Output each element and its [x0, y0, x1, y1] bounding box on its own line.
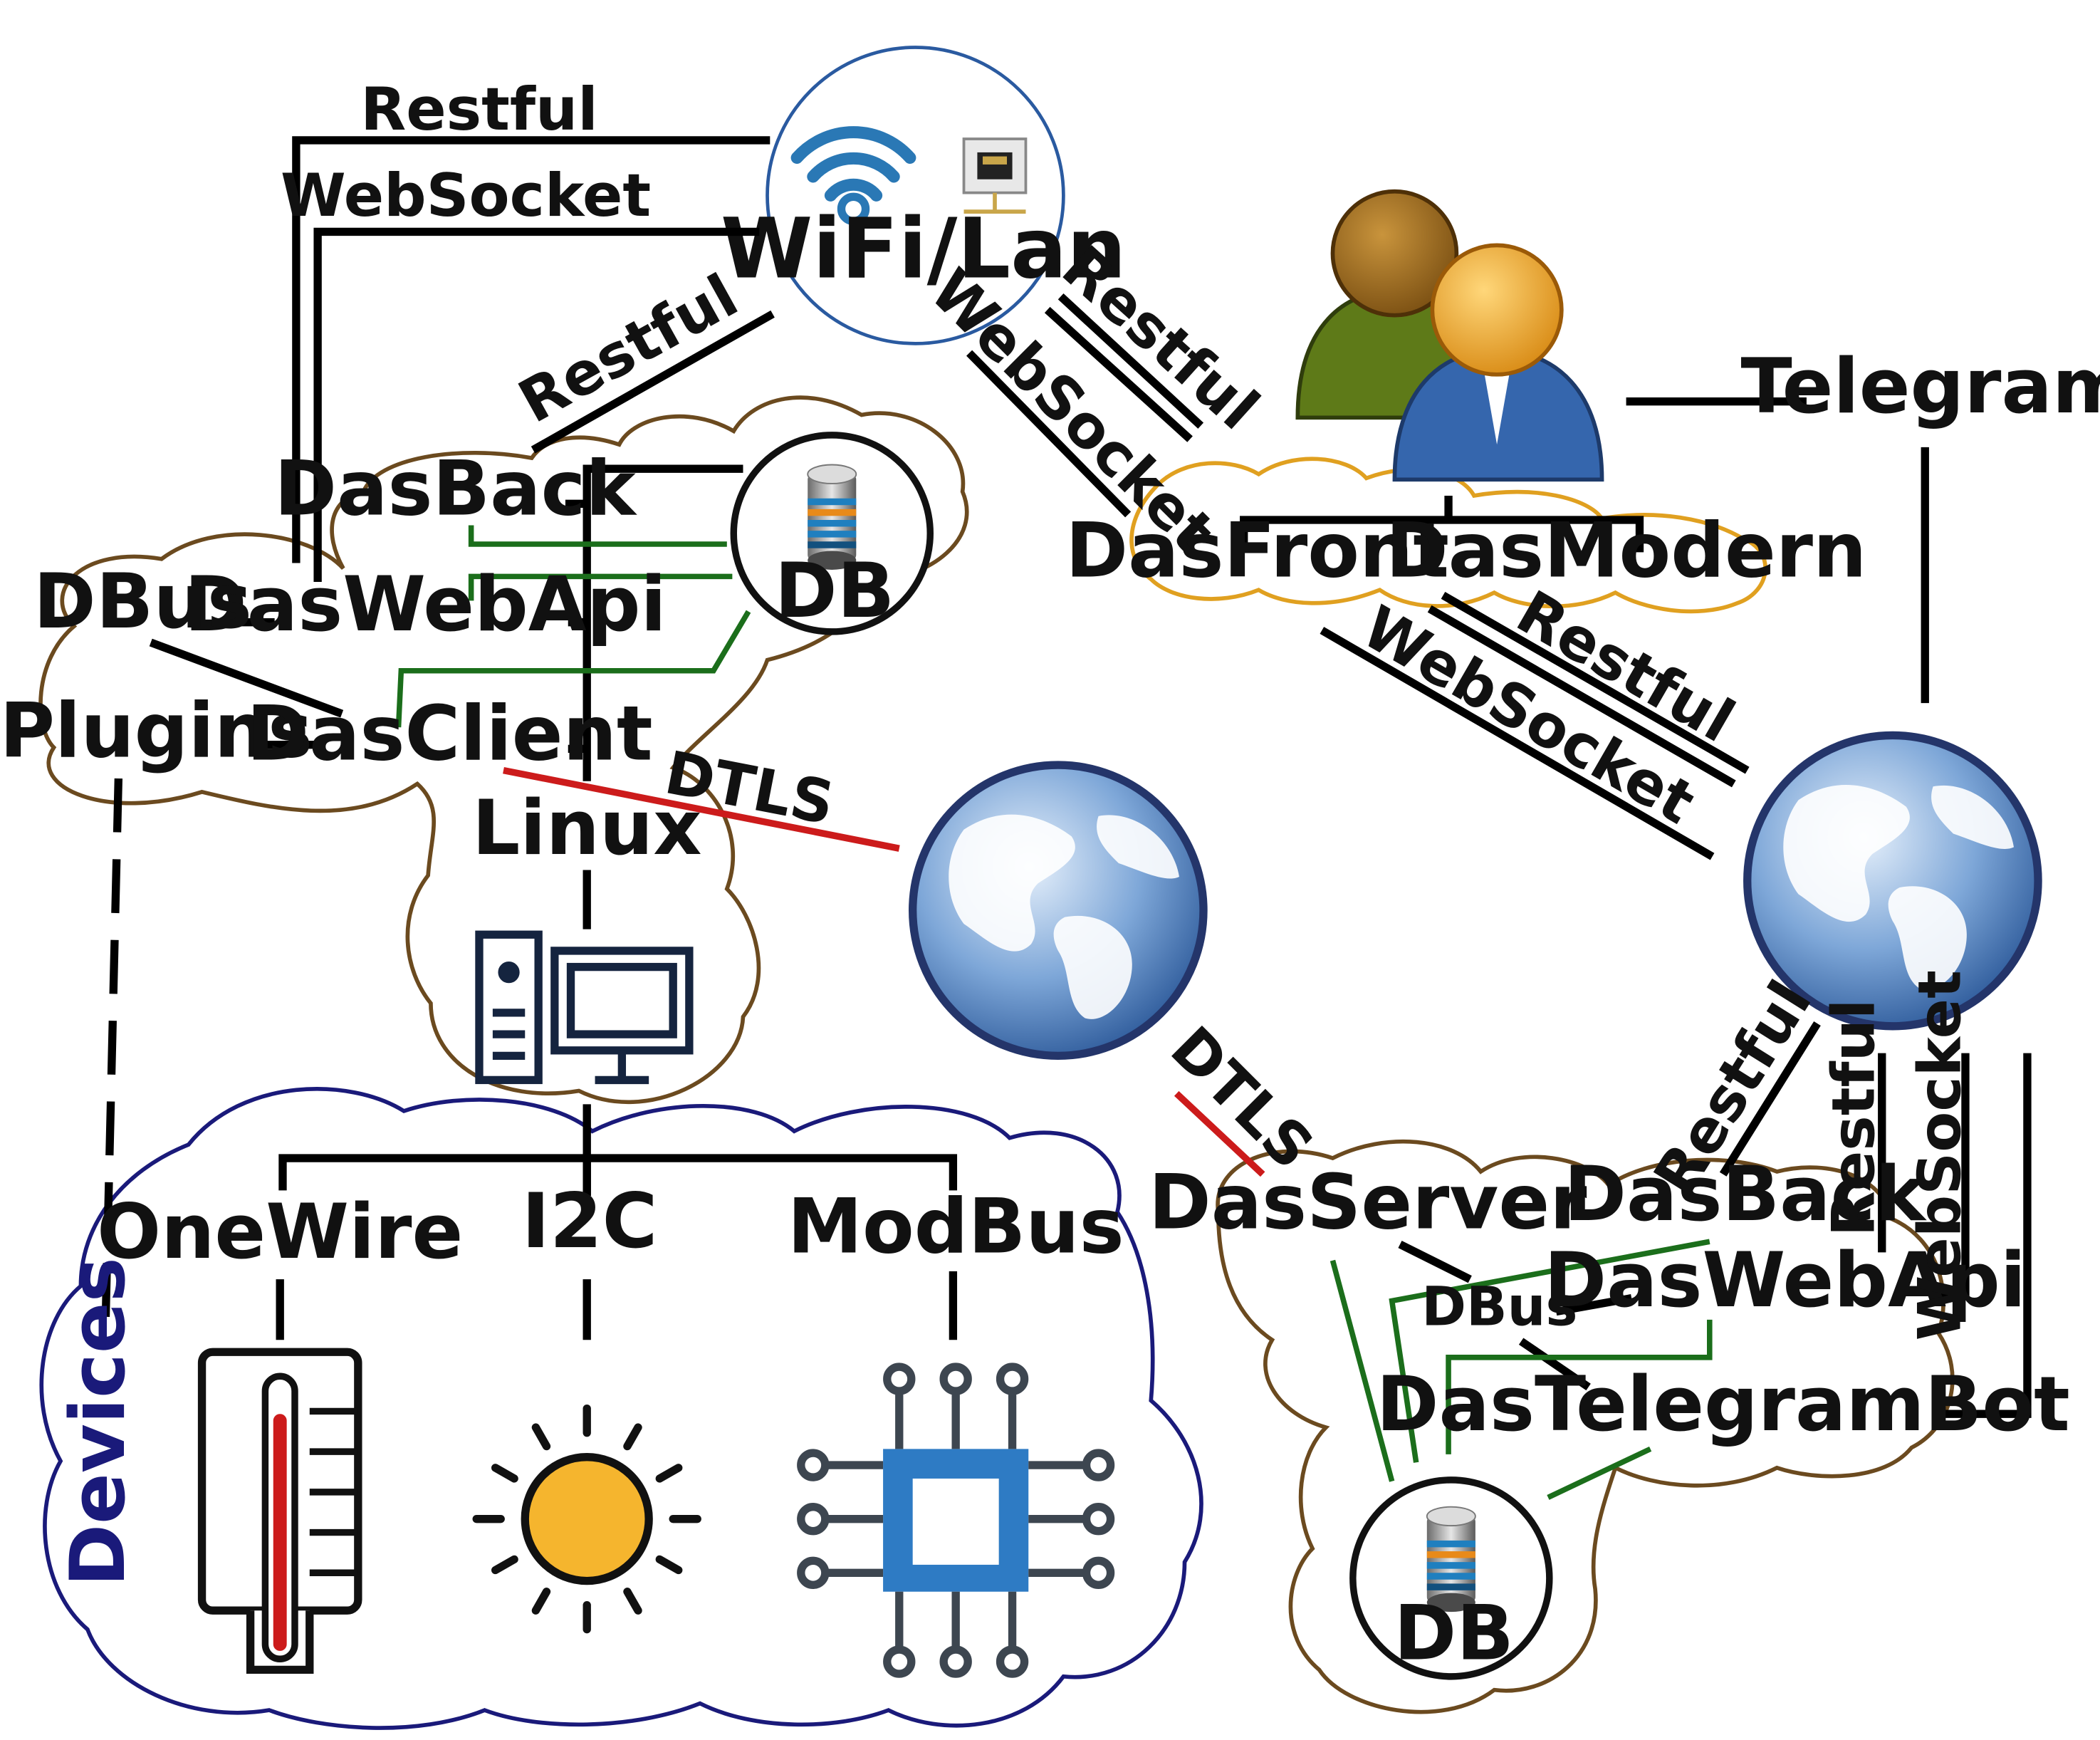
server-db: DB	[1349, 1476, 1553, 1680]
i2c-label: I2C	[522, 1177, 658, 1265]
server-daswebapi-label: DasWebApi	[1544, 1236, 2026, 1324]
daswebapi-label: DasWebApi	[184, 561, 667, 648]
thermometer-icon	[197, 1348, 362, 1674]
cloud-frontends	[1129, 457, 1767, 614]
devices-title: Devices	[54, 1257, 142, 1587]
dasserver-label: DasServer	[1149, 1158, 1587, 1246]
dastelegrambot-label: DasTelegramBot	[1377, 1360, 2070, 1448]
wifi-lan-hub: WiFi/Lan	[721, 46, 1127, 345]
sun-icon	[472, 1404, 701, 1634]
link-label-restful: Restful	[360, 75, 598, 144]
cloud-device-host	[38, 395, 969, 1105]
wifi-icon	[790, 126, 916, 226]
link-label-restful-server-b: Restful	[1819, 999, 1888, 1237]
server-db-label: DB	[1394, 1589, 1514, 1677]
globe-icon	[1748, 735, 2038, 1026]
server-dasback-label: DasBack	[1564, 1150, 1927, 1238]
connections	[149, 136, 2032, 1418]
dbus-label: DBus	[33, 558, 252, 645]
dasback-label: DasBack	[274, 444, 637, 532]
link-label-websocket: WebSocket	[281, 161, 651, 230]
dasclient-label: DasClient	[246, 689, 652, 777]
modbus-label: ModBus	[788, 1182, 1124, 1270]
db-links	[395, 525, 1713, 1500]
chip-icon	[797, 1363, 1115, 1678]
onewire-label: OneWire	[97, 1188, 463, 1276]
ethernet-port-icon	[962, 137, 1028, 214]
dtls-links	[503, 766, 1265, 1177]
dasmodern-label: DasModern	[1386, 506, 1867, 594]
computer-icon	[475, 930, 694, 1085]
telegram-label: Telegram	[1740, 343, 2100, 430]
users-icon	[1295, 189, 1604, 482]
server-dbus-label: DBus	[1421, 1275, 1577, 1338]
link-label-websocket-server: WebSocket	[1905, 970, 1974, 1340]
globe-icon	[913, 765, 1203, 1056]
hub-label: WiFi/Lan	[721, 200, 1127, 298]
linux-label: Linux	[472, 784, 702, 872]
dasfront-label: DasFront	[1065, 506, 1449, 594]
devices-dashed-line	[100, 778, 123, 1347]
device-host-db-label: DB	[775, 547, 895, 635]
device-host-db: DB	[730, 432, 934, 635]
plugins-label: Plugins	[0, 687, 313, 775]
